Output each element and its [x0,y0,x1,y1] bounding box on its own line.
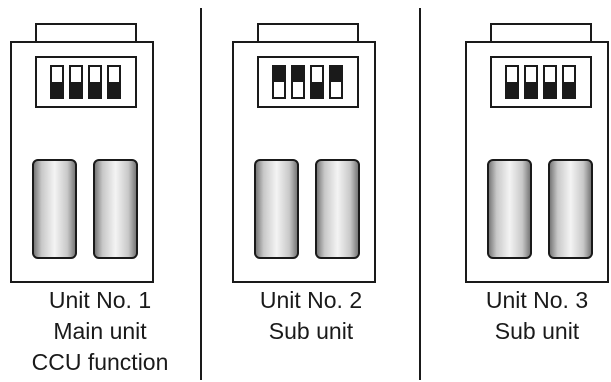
unit-3-dip-switch-4 [562,65,576,99]
unit-1-dip-switch-1 [50,65,64,99]
unit-1-dip-switch-3 [88,65,102,99]
unit-1-slot-1 [32,159,77,259]
unit-3-role: Sub unit [494,318,580,344]
unit-1-dip-switch-2-lever [70,82,82,98]
unit-3-name: Unit No. 3 [485,287,589,313]
unit-3-slot-2 [548,159,593,259]
unit-1-dip-switch-4 [107,65,121,99]
unit-2-dip-switch-4 [329,65,343,99]
unit-2-dip-switch-4-lever [330,66,342,82]
unit-2-dip-switch-2-lever [292,66,304,82]
unit-2-caption: Unit No. 2 Sub unit [211,285,411,347]
unit-3-dip-switch-4-lever [563,82,575,98]
unit-2-slot-2 [315,159,360,259]
unit-1-slot-2 [93,159,138,259]
unit-3-dip-switch-3 [543,65,557,99]
unit-3-top-tab [490,23,592,44]
unit-2-dip-switch-3 [310,65,324,99]
unit-2-slot-1 [254,159,299,259]
unit-1-dip-switch-2 [69,65,83,99]
unit-1-role: Main unit [53,318,147,344]
unit-2-dip-switch-2 [291,65,305,99]
unit-1-function: CCU function [31,349,169,375]
unit-3-slot-1 [487,159,532,259]
unit-1-name: Unit No. 1 [48,287,152,313]
unit-3-dip-switch-1 [505,65,519,99]
unit-1-caption: Unit No. 1 Main unit CCU function [0,285,200,378]
unit-1-dip-switch-1-lever [51,82,63,98]
unit-1-dip-switch-4-lever [108,82,120,98]
unit-2-top-tab [257,23,359,44]
unit-3-caption: Unit No. 3 Sub unit [437,285,611,347]
unit-2-dip-switch-1-lever [273,66,285,82]
unit-2-dip-switch-3-lever [311,82,323,98]
unit-1-top-tab [35,23,137,44]
unit-2-role: Sub unit [268,318,354,344]
unit-1-dip-switch-3-lever [89,82,101,98]
unit-3-dip-switch-3-lever [544,82,556,98]
unit-2-dip-switch-1 [272,65,286,99]
unit-2-module [232,23,376,283]
unit-3-module [465,23,609,283]
unit-3-dip-switch-2 [524,65,538,99]
unit-2-name: Unit No. 2 [259,287,363,313]
unit-3-dip-switch-1-lever [506,82,518,98]
unit-1-module [10,23,154,283]
unit-3-dip-switch-2-lever [525,82,537,98]
